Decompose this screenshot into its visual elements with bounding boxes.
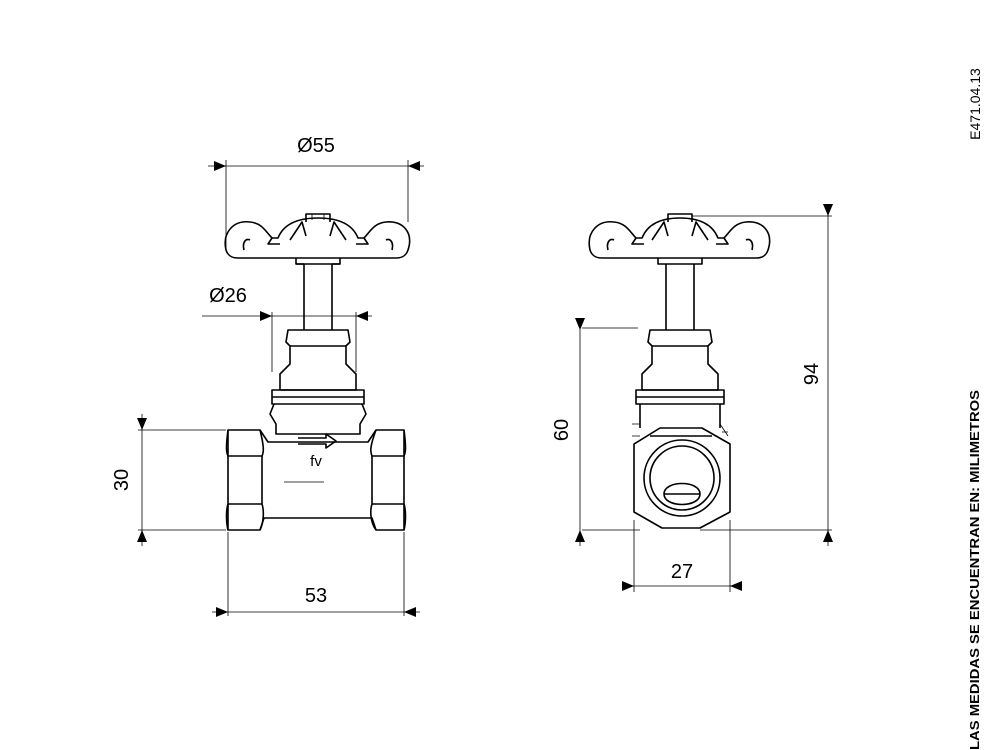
dim-bonnet-diameter: Ø26	[209, 285, 247, 307]
dim-total-height: 94	[801, 363, 823, 385]
front-stem	[295, 258, 341, 330]
front-body	[225, 429, 407, 531]
front-handwheel	[224, 213, 411, 259]
side-stem	[657, 258, 703, 330]
front-bonnet	[269, 329, 367, 435]
brand-logo: fv	[310, 453, 322, 470]
side-hex-body	[633, 427, 731, 529]
dim-axis-height: 60	[551, 419, 573, 441]
side-handwheel	[588, 213, 771, 259]
front-view: fv	[224, 213, 411, 531]
dim-handwheel-diameter: Ø55	[297, 135, 335, 157]
front-dimensions: Ø55 Ø26 30 53	[111, 135, 424, 617]
dim-body-length: 53	[305, 585, 327, 607]
side-view	[588, 213, 771, 529]
units-note: LAS MEDIDAS SE ENCUENTRAN EN: MILIMETROS	[967, 390, 982, 750]
drawing-code: E471.04.13	[967, 68, 983, 140]
dim-body-height: 30	[111, 469, 133, 491]
dim-hex-width: 27	[671, 561, 693, 583]
side-dimensions: 60 94 27	[551, 204, 833, 592]
side-bonnet	[632, 329, 729, 437]
